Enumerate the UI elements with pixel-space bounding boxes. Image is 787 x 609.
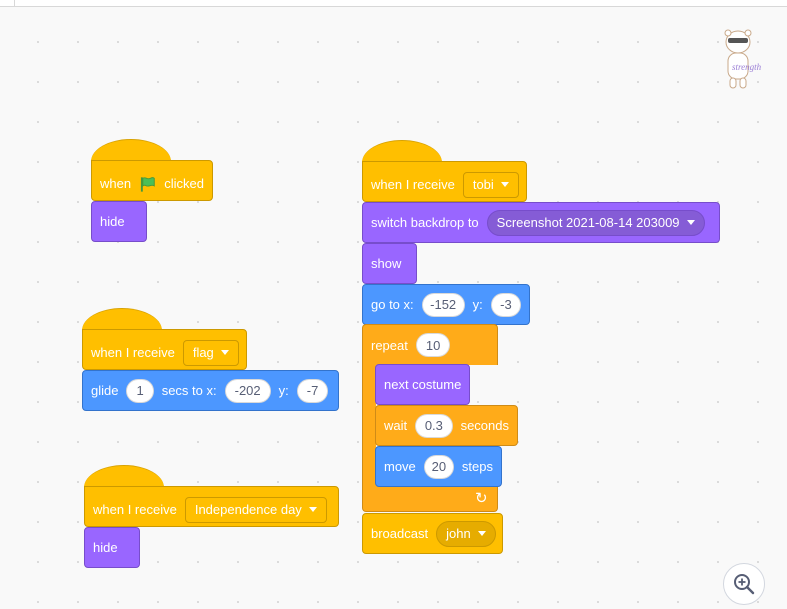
loop-arrow-icon: ↻ [475,490,488,507]
message-value: Independence day [194,502,302,517]
switch-backdrop-label: switch backdrop to [371,215,479,230]
secs-to-x-label: secs to x: [161,383,217,398]
message-value: flag [192,345,214,360]
repeat-block-bottom: ↻ [362,486,498,512]
when-flag-clicked-block[interactable]: when clicked [91,139,213,201]
move-label: move [384,459,416,474]
wait-block[interactable]: wait 0.3 seconds [375,405,518,446]
hide-block[interactable]: hide [84,527,140,568]
repeat-block[interactable]: repeat 10 [362,324,498,365]
caret-down-icon [220,350,229,355]
show-block[interactable]: show [362,243,417,284]
backdrop-value: Screenshot 2021-08-14 203009 [496,215,680,230]
caret-down-icon [500,182,509,187]
repeat-count-input[interactable]: 10 [415,333,451,357]
hat-label: when I receive [93,502,177,517]
glide-y-input[interactable]: -7 [296,378,329,403]
hat-label-clicked: clicked [164,176,204,191]
message-dropdown[interactable]: tobi [462,171,519,198]
top-border [0,0,787,7]
when-i-receive-flag-block[interactable]: when I receive flag [82,308,247,370]
zoom-in-icon [734,574,755,595]
hide-label: hide [93,540,118,555]
message-dropdown[interactable]: flag [182,339,239,366]
mascot-sprite: strength [724,29,762,89]
go-to-y-input[interactable]: -3 [490,292,521,317]
broadcast-message-dropdown[interactable]: john [436,520,496,547]
repeat-label: repeat [371,337,408,353]
hat-label: when I receive [371,177,455,192]
steps-label: steps [461,459,493,474]
switch-backdrop-block[interactable]: switch backdrop to Screenshot 2021-08-14… [362,202,720,243]
glide-secs-input[interactable]: 1 [126,378,154,403]
message-value: tobi [472,177,494,192]
move-steps-input[interactable]: 20 [423,454,454,479]
y-label: y: [278,383,289,398]
y-label: y: [472,297,483,312]
caret-down-icon [686,220,695,225]
move-steps-block[interactable]: move 20 steps [375,446,502,487]
glide-block[interactable]: glide 1 secs to x: -202 y: -7 [82,370,339,411]
go-to-xy-block[interactable]: go to x: -152 y: -3 [362,284,530,325]
show-label: show [371,256,402,271]
caret-down-icon [308,507,317,512]
backdrop-dropdown[interactable]: Screenshot 2021-08-14 203009 [486,209,705,236]
when-i-receive-independence-block[interactable]: when I receive Independence day [84,465,339,527]
message-dropdown[interactable]: Independence day [184,496,327,523]
broadcast-label: broadcast [371,526,429,541]
go-to-x-label: go to x: [371,297,414,312]
wait-seconds-input[interactable]: 0.3 [415,413,453,438]
glide-x-input[interactable]: -202 [224,378,271,403]
hat-label-when: when [100,176,132,191]
caret-down-icon [477,531,486,536]
wait-label: wait [384,418,408,433]
when-i-receive-tobi-block[interactable]: when I receive tobi [362,140,527,202]
repeat-mouth [362,364,376,487]
hat-label: when I receive [91,345,175,360]
hide-label: hide [100,214,125,229]
green-flag-icon [140,176,155,192]
next-costume-block[interactable]: next costume [375,364,470,405]
broadcast-message-value: john [446,526,471,541]
next-costume-label: next costume [384,377,462,392]
go-to-x-input[interactable]: -152 [421,292,465,317]
seconds-label: seconds [460,418,509,433]
broadcast-block[interactable]: broadcast john [362,513,503,554]
zoom-in-button[interactable] [723,563,765,605]
hide-block[interactable]: hide [91,201,147,242]
glide-label: glide [91,383,119,398]
mascot-text: strength [732,62,762,72]
